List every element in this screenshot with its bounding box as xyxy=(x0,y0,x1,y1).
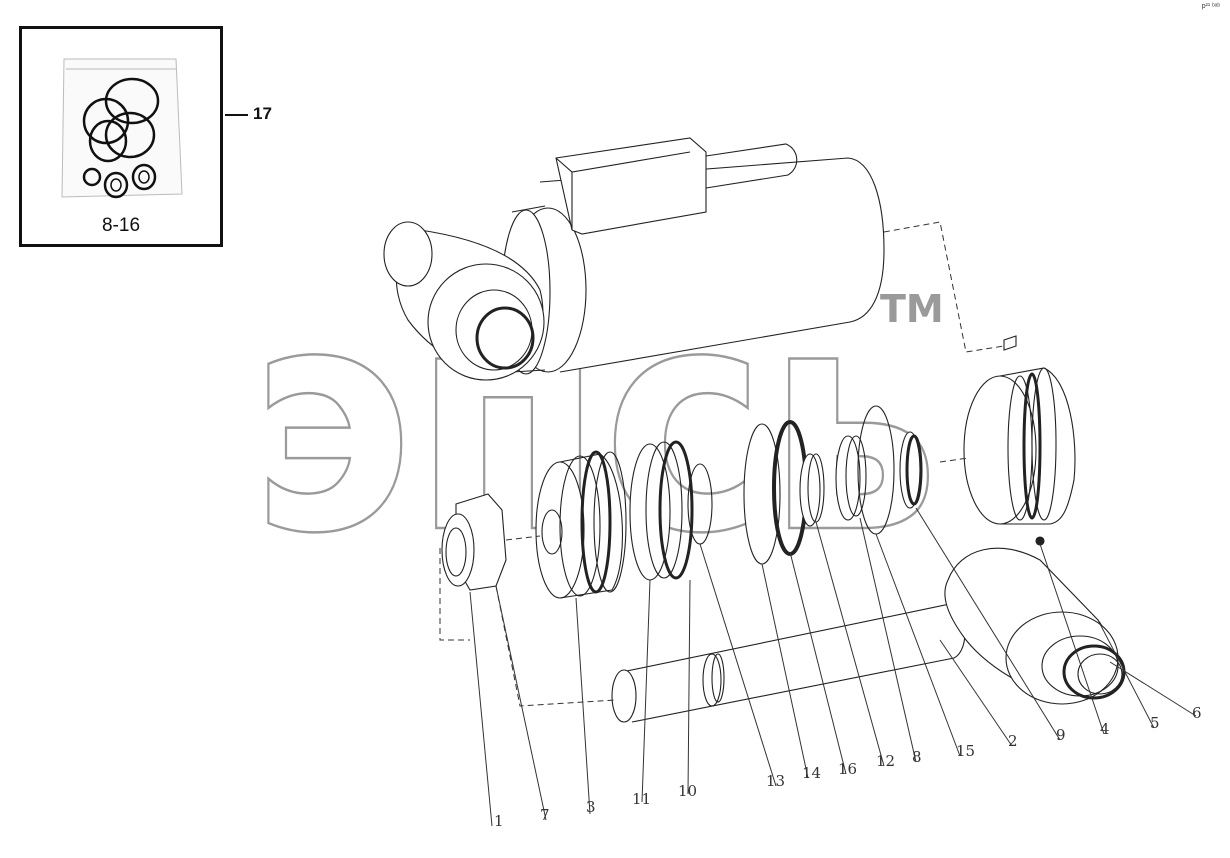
callout-12: 12 xyxy=(876,752,895,770)
callout-7: 7 xyxy=(540,806,550,824)
cylinder-barrel xyxy=(383,137,885,381)
seal-kit-inset: 8-16 xyxy=(19,26,223,247)
callout-3: 3 xyxy=(586,798,596,816)
callout-10: 10 xyxy=(678,782,697,800)
assembly-lines xyxy=(439,221,1005,707)
kit-callout-number: 17 xyxy=(253,104,272,123)
callout-9: 9 xyxy=(1056,726,1066,744)
guide-sleeve xyxy=(963,335,1076,525)
callout-15: 15 xyxy=(956,742,975,760)
callouts: 1 7 3 11 10 13 14 16 12 8 15 2 9 4 5 6 xyxy=(494,704,1202,830)
leader-lines xyxy=(469,507,1197,827)
callout-1: 1 xyxy=(494,812,504,830)
kit-range-label: 8-16 xyxy=(101,215,141,236)
watermark-tm: TM xyxy=(880,287,944,331)
callout-13: 13 xyxy=(766,772,785,790)
piston xyxy=(535,450,627,599)
corner-mark: p²¹ ᵇᵃᵇ xyxy=(1201,3,1220,10)
piston-rod xyxy=(611,603,966,723)
callout-8: 8 xyxy=(912,748,922,766)
callout-2: 2 xyxy=(1008,732,1018,750)
o-rings-icon xyxy=(82,77,160,199)
rod-nut xyxy=(441,493,507,591)
callout-11: 11 xyxy=(632,790,651,808)
callout-4: 4 xyxy=(1100,720,1110,738)
callout-6: 6 xyxy=(1192,704,1202,722)
callout-16: 16 xyxy=(838,760,857,778)
rod-end xyxy=(944,536,1126,705)
ring-12 xyxy=(835,435,867,521)
callout-14: 14 xyxy=(802,764,821,782)
seal-11 xyxy=(629,440,694,581)
ring-15 xyxy=(899,431,923,509)
callout-5: 5 xyxy=(1150,714,1160,732)
seal-kit-bag-illustration xyxy=(61,58,183,199)
